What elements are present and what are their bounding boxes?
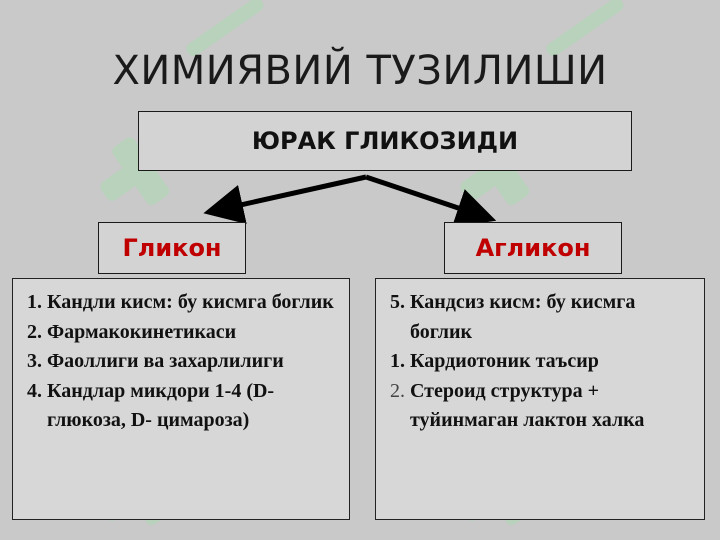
list-item-text: Кандлар микдори 1-4 (D- глюкоза, D- цима… [47,379,275,432]
list-item-text: Фаоллиги ва захарлилиги [47,350,284,372]
list-item-number: 5. [390,291,405,313]
list-item-text: Кардиотоник таъсир [410,350,599,372]
glycon-header: Гликон [98,222,246,274]
glycon-list: 1. Кандли кисм: бу кисмга боглик 2. Фарм… [12,278,350,520]
list-item-number: 2. [27,320,42,343]
arrow-to-aglycon [365,174,497,227]
list-item-number: 4. [27,379,42,402]
list-item-text: Фармакокинетикаси [47,320,237,343]
list-item: 4. Кандлар микдори 1-4 (D- глюкоза, D- ц… [27,377,343,436]
top-box: ЮРАК ГЛИКОЗИДИ [138,111,632,171]
top-box-label: ЮРАК ГЛИКОЗИДИ [251,127,519,155]
list-item-number: 2. [390,379,405,402]
list-item-number: 3. [27,350,42,372]
list-item: 2. Фармакокинетикаси [27,318,343,348]
glycon-header-label: Гликон [122,234,222,262]
list-item-text: Кандли кисм: бу кисмга боглик [47,291,334,313]
aglycon-list: 5. Кандсиз кисм: бу кисмга боглик 1. Кар… [375,278,705,520]
list-item: 2. Стероид структура + туйинмаган лактон… [390,377,698,436]
list-item: 1. Кандли кисм: бу кисмга боглик [27,288,343,318]
list-item-text: Кандсиз кисм: бу кисмга боглик [410,291,636,343]
list-item: 5. Кандсиз кисм: бу кисмга боглик [390,288,698,347]
arrow-to-glycon [203,174,367,225]
slide-title: ХИМИЯВИЙ ТУЗИЛИШИ [112,48,608,94]
list-item: 3. Фаоллиги ва захарлилиги [27,347,343,377]
list-item: 1. Кардиотоник таъсир [390,347,698,377]
aglycon-header: Агликон [444,222,622,274]
list-item-text: Стероид структура + туйинмаган лактон ха… [410,379,645,432]
aglycon-header-label: Агликон [475,234,591,262]
list-item-number: 1. [27,291,42,313]
list-item-number: 1. [390,350,405,372]
